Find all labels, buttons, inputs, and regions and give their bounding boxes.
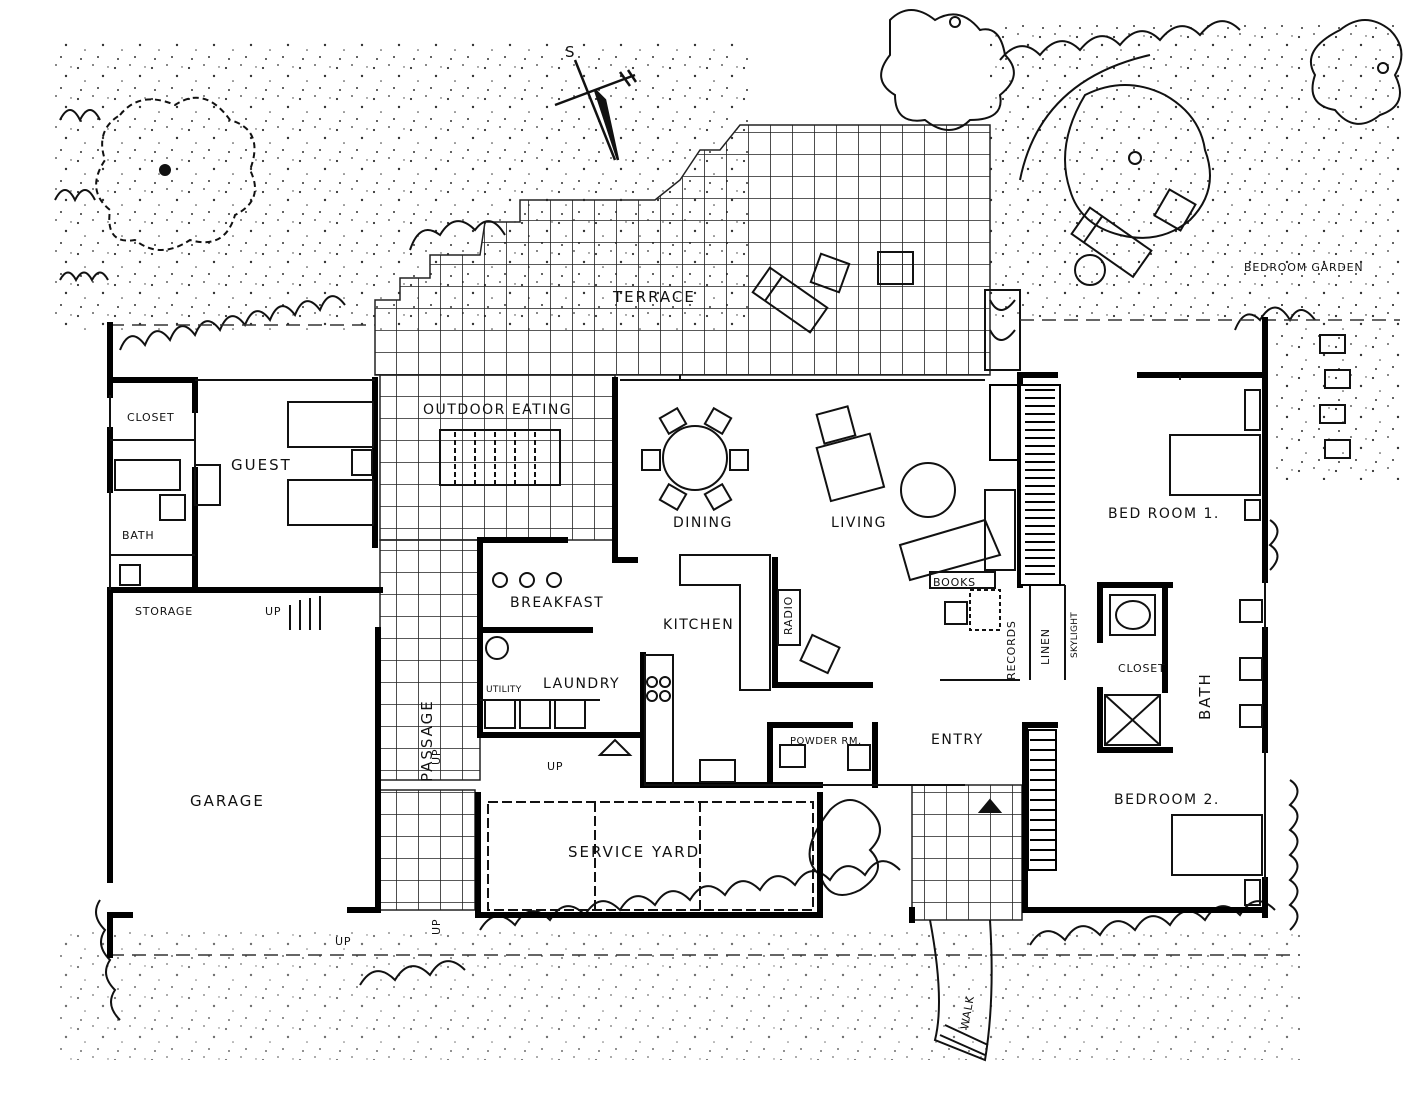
landscape-trees [54, 9, 1403, 1021]
shrubs-top-right [999, 20, 1241, 61]
label-up-laundry: UP [547, 760, 563, 773]
garden-arc [1019, 54, 1151, 181]
label-books: BOOKS [933, 576, 976, 589]
label-up-passage: UP [430, 749, 443, 765]
label-up-storage: UP [265, 605, 281, 618]
label-terrace: TERRACE [612, 288, 696, 306]
tree-top-right [1310, 19, 1403, 125]
shrubs-bedroom-garden [1234, 306, 1316, 331]
label-outdoor-eating: OUTDOOR EATING [423, 402, 572, 418]
label-service-yard: SERVICE YARD [568, 843, 700, 861]
label-walk: WALK [958, 994, 977, 1030]
label-bath-master: BATH [1196, 672, 1214, 720]
label-bath-guest: BATH [122, 529, 154, 542]
label-radio: RADIO [782, 596, 795, 635]
label-passage: PASSAGE [418, 699, 436, 782]
label-utility: UTILITY [486, 685, 522, 695]
label-linen: LINEN [1039, 628, 1052, 665]
label-powder-rm: POWDER RM. [790, 736, 862, 747]
room-labels: TERRACE OUTDOOR EATING CLOSET GUEST BATH… [122, 261, 1363, 1031]
furniture [114, 188, 1351, 1062]
label-storage: STORAGE [135, 605, 193, 618]
label-dining: DINING [673, 515, 733, 531]
label-closet-bath: CLOSET [1118, 662, 1166, 675]
property-lines [110, 319, 1400, 956]
label-skylight: SKYLIGHT [1070, 612, 1080, 658]
label-records: RECORDS [1005, 620, 1018, 680]
label-kitchen: KITCHEN [663, 617, 734, 633]
label-garage: GARAGE [190, 792, 265, 810]
label-guest: GUEST [231, 456, 292, 474]
label-laundry: LAUNDRY [543, 676, 620, 692]
glazing-lines [109, 375, 1266, 880]
landscape-stipple [50, 20, 1400, 1060]
shrubs-front [479, 860, 901, 931]
fireplace [989, 384, 1061, 871]
flower-bed [1064, 84, 1211, 239]
shrubs-left [54, 109, 109, 283]
entry-planting [808, 799, 881, 896]
label-closet-guest: CLOSET [127, 411, 175, 424]
label-entry: ENTRY [931, 732, 984, 748]
north-arrow: S [554, 43, 638, 161]
label-living: LIVING [831, 515, 887, 531]
compass-label: S [565, 43, 577, 61]
shrubs-right-edge [1268, 519, 1299, 931]
shrubs-front-left [95, 899, 466, 1021]
label-bedroom1: BED ROOM 1. [1108, 506, 1220, 522]
label-bedroom-garden: BEDROOM GARDEN [1244, 261, 1363, 274]
tree-top-center [880, 9, 1015, 131]
label-bedroom2: BEDROOM 2. [1114, 792, 1220, 808]
label-up-yard-left: UP [430, 919, 443, 935]
label-breakfast: BREAKFAST [510, 595, 604, 611]
shrubs-terrace-left [409, 220, 506, 251]
shrubs-guest [119, 295, 346, 351]
terrace-planter [984, 289, 1021, 371]
tree-left [95, 96, 256, 251]
terrace-paving [374, 124, 1023, 921]
label-up-garage: UP [335, 935, 351, 948]
